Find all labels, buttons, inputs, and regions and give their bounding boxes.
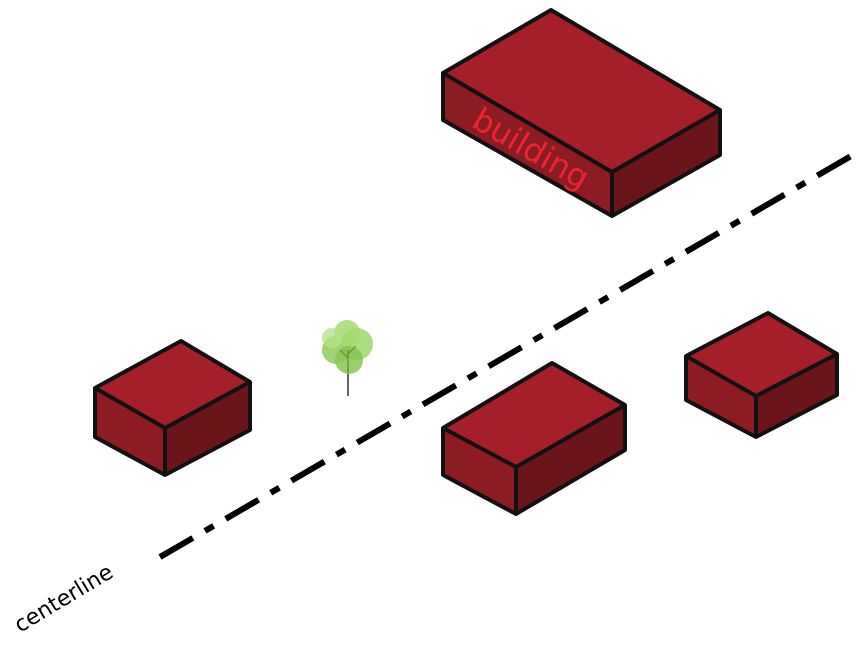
centerline: [158, 149, 860, 560]
building-small-right: [684, 311, 839, 439]
building-large: building: [441, 8, 722, 218]
building-small-left: [93, 339, 252, 477]
building-small-center: [441, 361, 627, 516]
centerline-label: centerline: [10, 560, 118, 638]
tree-icon: [322, 320, 373, 396]
